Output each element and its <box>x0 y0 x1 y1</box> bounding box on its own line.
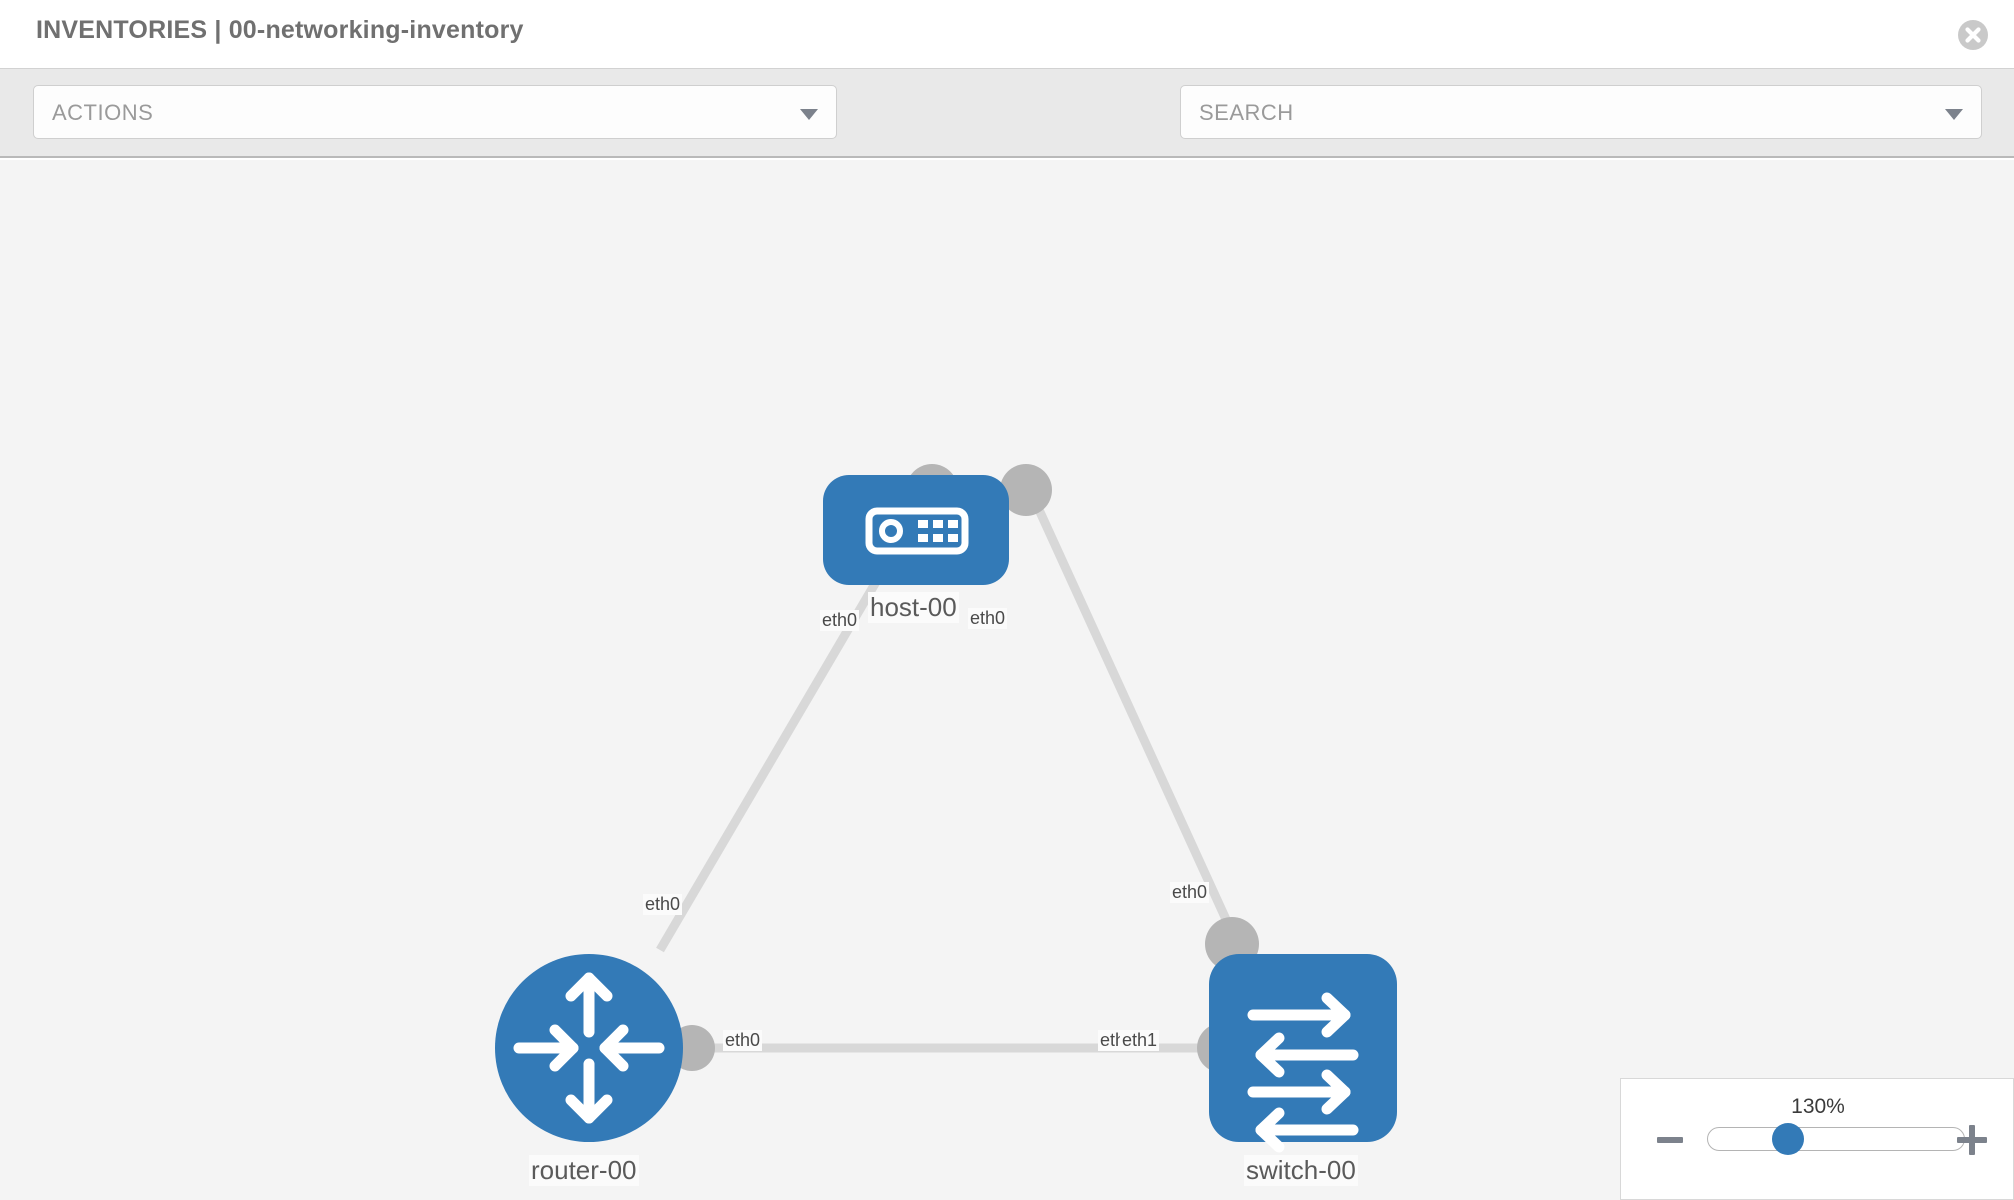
minus-icon[interactable] <box>1657 1137 1683 1143</box>
port-label: eth0 <box>820 610 860 631</box>
chevron-down-icon[interactable] <box>1945 109 1963 120</box>
node-label-router-00: router-00 <box>529 1155 639 1186</box>
plus-icon[interactable] <box>1957 1125 1987 1155</box>
node-label-switch-00: switch-00 <box>1244 1155 1358 1186</box>
port-label: eth0 <box>968 608 1008 629</box>
actions-dropdown[interactable]: ACTIONS <box>33 85 837 139</box>
node-label-host-00: host-00 <box>868 592 959 623</box>
node-switch-00[interactable] <box>1209 954 1397 1153</box>
actions-dropdown-label: ACTIONS <box>52 100 154 125</box>
page-header: INVENTORIES | 00-networking-inventory <box>0 0 2014 68</box>
close-icon[interactable] <box>1956 18 1990 52</box>
search-placeholder: SEARCH <box>1199 100 1294 125</box>
toolbar: ACTIONS SEARCH <box>0 68 2014 196</box>
port-label: eth1 <box>1120 1030 1160 1051</box>
switch-arrows-icon <box>1247 992 1359 1153</box>
topology-canvas[interactable]: eth0 eth0 eth0 eth0 eth0 eth0 eth1 host-… <box>0 160 2014 1200</box>
port-label: eth0 <box>1170 882 1210 903</box>
zoom-level-value: 130% <box>1791 1095 1845 1118</box>
server-icon <box>865 507 969 555</box>
router-arrows-icon <box>513 972 665 1124</box>
node-router-00[interactable] <box>495 954 683 1142</box>
zoom-slider-thumb[interactable] <box>1772 1123 1804 1155</box>
port-label: eth0 <box>723 1030 763 1051</box>
port-label: eth0 <box>643 894 683 915</box>
zoom-panel: 130% <box>1620 1078 2014 1200</box>
chevron-down-icon <box>800 109 818 120</box>
link-host00-switch00 <box>1025 488 1245 952</box>
port-stub <box>1000 464 1052 516</box>
topology-graph <box>495 464 1397 1153</box>
search-input[interactable]: SEARCH <box>1180 85 1982 139</box>
page-title: INVENTORIES | 00-networking-inventory <box>36 16 524 44</box>
zoom-slider-track[interactable] <box>1707 1127 1965 1151</box>
node-host-00[interactable] <box>823 475 1009 585</box>
